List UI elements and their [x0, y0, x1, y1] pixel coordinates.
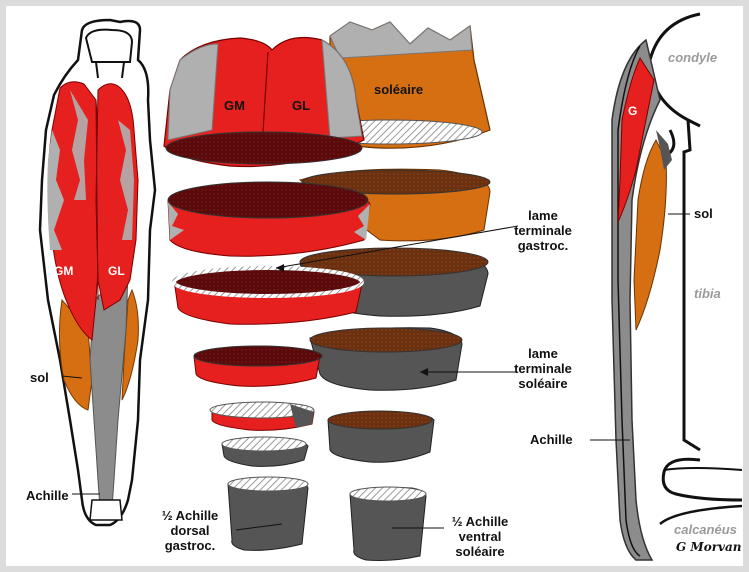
condyle-outline	[650, 14, 700, 126]
label-half-achille-dorsal: ½ Achille dorsal gastroc.	[148, 508, 232, 553]
label-gl-top: GL	[292, 98, 310, 113]
label-tibia: tibia	[694, 286, 721, 301]
label-gm-left: GM	[54, 264, 73, 279]
label-condyle: condyle	[668, 50, 717, 65]
label-calcaneus: calcanéus	[674, 522, 737, 537]
label-sol-left: sol	[30, 370, 49, 385]
soleus-sagittal	[634, 140, 666, 330]
label-gl-left: GL	[108, 264, 125, 279]
calcaneus-outline	[663, 459, 742, 500]
label-half-achille-ventral: ½ Achille ventral soléaire	[438, 514, 522, 559]
label-gm-top: GM	[224, 98, 245, 113]
label-sol-right: sol	[694, 206, 713, 221]
signature: G Morvan	[676, 540, 742, 554]
label-soleaire: soléaire	[374, 82, 423, 97]
label-lame-terminale-gastroc: lame terminale gastroc.	[508, 208, 578, 253]
label-achille-left: Achille	[26, 488, 69, 503]
exploded-sections	[164, 22, 518, 561]
label-g-right: G	[628, 104, 637, 119]
label-lame-terminale-soleaire: lame terminale soléaire	[508, 346, 578, 391]
label-achille-right: Achille	[530, 432, 573, 447]
